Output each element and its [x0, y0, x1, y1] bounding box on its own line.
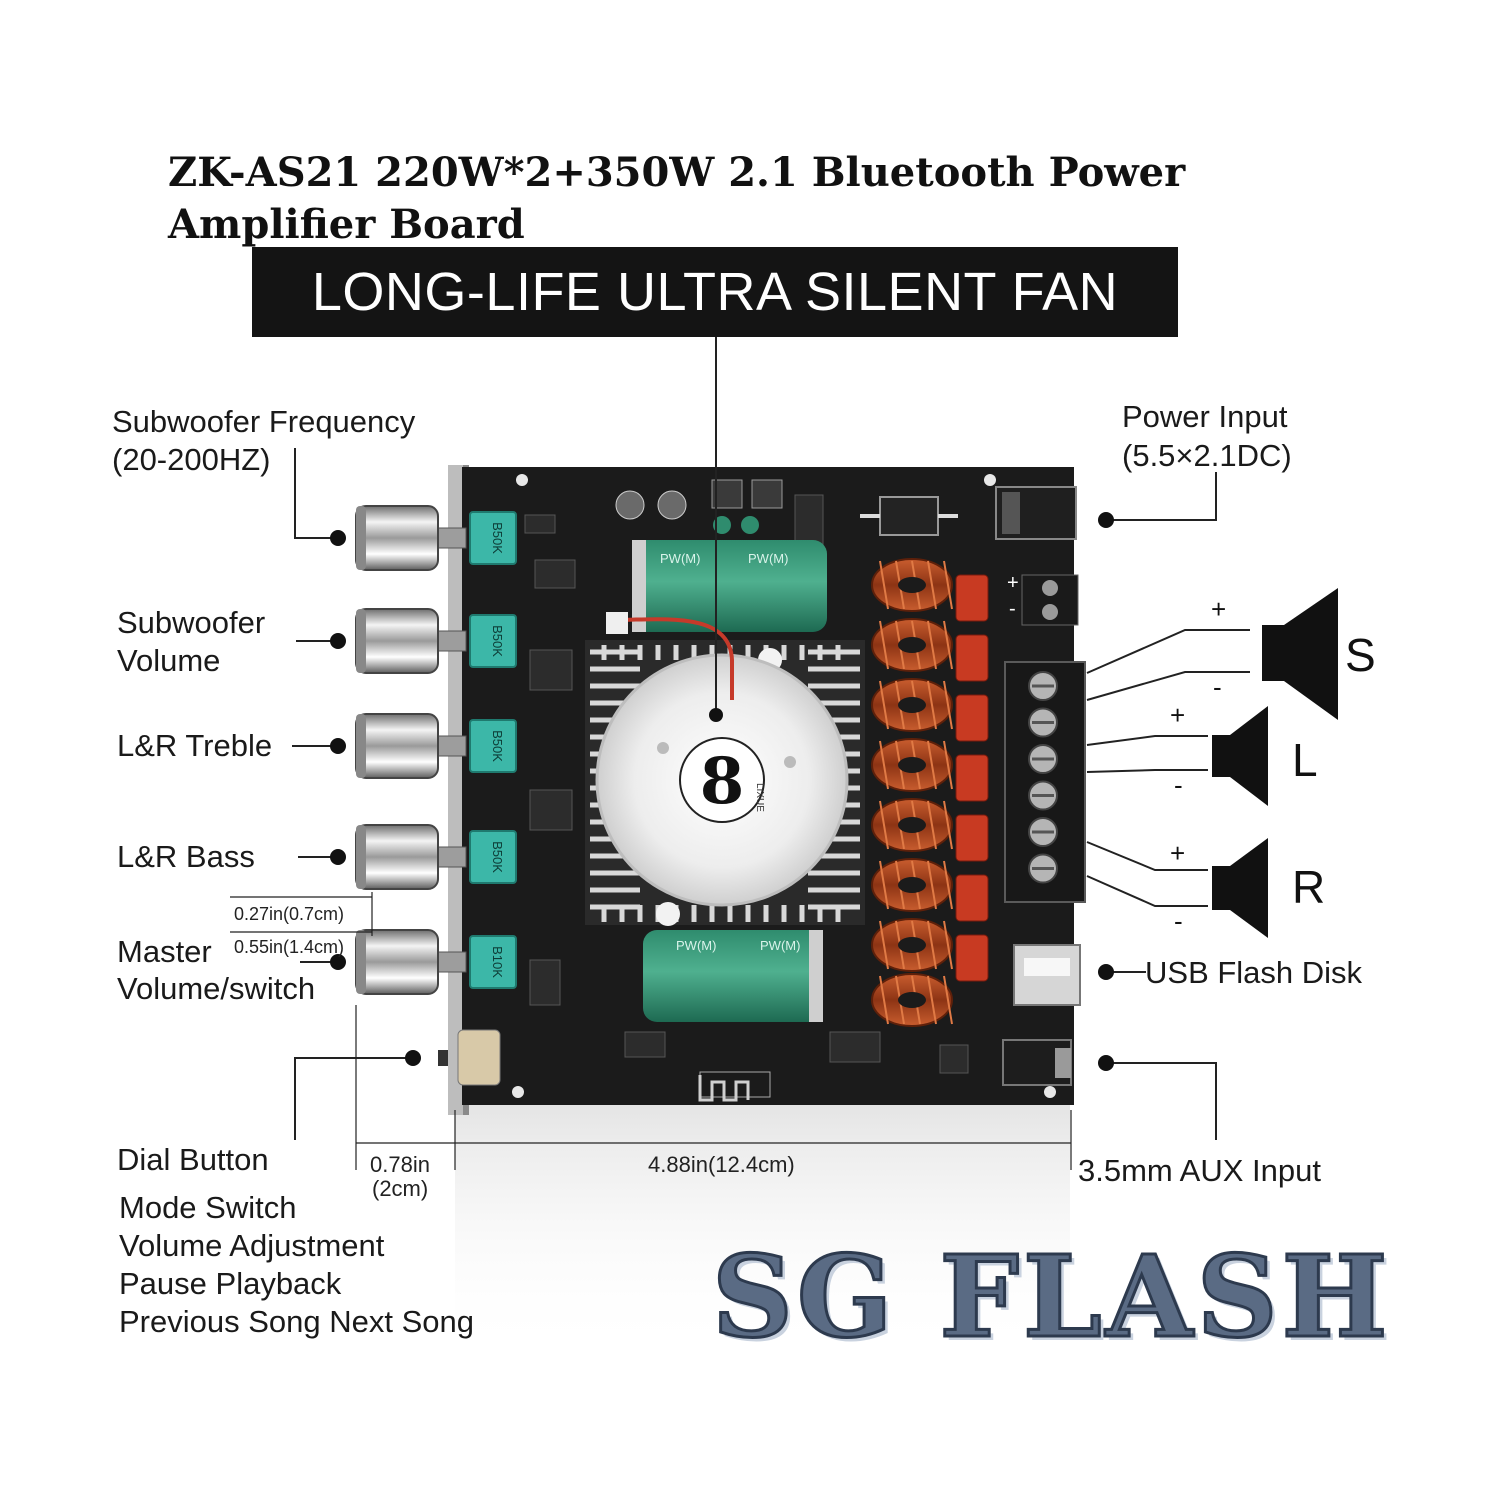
pot-value: B50K [490, 730, 505, 762]
control-knob[interactable] [355, 929, 467, 995]
film-capacitor [955, 694, 989, 742]
speaker-s-minus: - [1213, 672, 1222, 702]
speaker-s-icon [1262, 588, 1338, 720]
pot-value: B50K [490, 625, 505, 657]
fan-cable [611, 617, 734, 700]
inductor-coil [871, 738, 953, 792]
speaker-r-plus: + [1170, 838, 1186, 868]
bluetooth-antenna [698, 1075, 750, 1102]
potentiometer: B10K [469, 935, 517, 989]
dim-knob-depth: 0.55in(1.4cm) [234, 937, 345, 957]
label-subwoofer-frequency: Subwoofer Frequency [112, 404, 416, 439]
cap-label: PW(M) [676, 938, 716, 953]
film-capacitor [955, 934, 989, 982]
label-master-volume-switch: Volume/switch [117, 971, 316, 1006]
control-knob[interactable] [355, 608, 467, 674]
svg-text:8: 8 [700, 744, 745, 819]
cap-label: PW(M) [660, 551, 700, 566]
leader-lines [230, 337, 1217, 1170]
speaker-l-plus: + [1170, 700, 1186, 730]
watermark: SG FLASH [710, 1231, 1392, 1365]
speaker-wires [1086, 629, 1250, 907]
filter-capacitor-bottom: PW(M) PW(M) [643, 930, 823, 1022]
label-subwoofer-frequency-range: (20-200HZ) [112, 442, 271, 477]
potentiometer: B50K [469, 511, 517, 565]
terminal-plus: + [1007, 572, 1019, 594]
dial-button [438, 1029, 501, 1086]
inductor-coil [871, 918, 953, 972]
film-capacitor [955, 634, 989, 682]
side-panel [448, 465, 464, 1115]
label-power-spec: (5.5×2.1DC) [1122, 438, 1292, 473]
pot-value: B50K [490, 841, 505, 873]
leader-dots [330, 512, 1114, 1071]
cap-label: PW(M) [760, 938, 800, 953]
inductor-coil [871, 973, 953, 1027]
inductor-coil [871, 558, 953, 612]
dial-function: Pause Playback [119, 1266, 342, 1301]
potentiometer: B50K [469, 614, 517, 668]
control-knob[interactable] [355, 824, 467, 890]
film-capacitor [955, 814, 989, 862]
pot-value: B50K [490, 522, 505, 554]
dim-shaft-inch: 0.78in [370, 1152, 430, 1177]
speaker-r-minus: - [1174, 906, 1183, 936]
fan-banner: LONG-LIFE ULTRA SILENT FAN [252, 247, 1178, 337]
speaker-s-plus: + [1211, 594, 1227, 624]
dial-function: Previous Song Next Song [119, 1304, 474, 1339]
dial-function: Mode Switch [119, 1190, 297, 1225]
film-capacitor [955, 574, 989, 622]
filter-capacitor-top: PW(M) PW(M) [632, 540, 827, 632]
cap-label: PW(M) [748, 551, 788, 566]
cooling-fan: 8 LIXUE [595, 653, 849, 907]
smd-components [524, 494, 969, 1098]
speaker-l-minus: - [1174, 770, 1183, 800]
terminal-minus: - [1009, 598, 1016, 620]
board-reflection [455, 1105, 1070, 1355]
dial-function: Volume Adjustment [119, 1228, 385, 1263]
dim-board-width: 4.88in(12.4cm) [648, 1152, 795, 1177]
speaker-s-label: S [1345, 629, 1376, 681]
label-dial-button: Dial Button [117, 1142, 269, 1177]
label-subwoofer: Subwoofer [117, 605, 266, 640]
potentiometer: B50K [469, 830, 517, 884]
page-title-line2: Amplifier Board [168, 201, 525, 248]
control-knob[interactable] [355, 713, 467, 779]
speaker-r-icon [1212, 838, 1268, 938]
speaker-l-label: L [1292, 734, 1318, 786]
speaker-l-icon [1212, 706, 1268, 806]
inductor-coil [871, 858, 953, 912]
label-treble: L&R Treble [117, 728, 273, 763]
pot-value: B10K [490, 946, 505, 978]
label-power-input: Power Input [1122, 399, 1288, 434]
usb-port [1013, 944, 1081, 1006]
dim-knob-gap: 0.27in(0.7cm) [234, 904, 345, 924]
power-screw-terminal [1021, 574, 1079, 626]
page-title-line1: ZK-AS21 220W*2+350W 2.1 Bluetooth Power [168, 149, 1186, 196]
inductor-coil [871, 678, 953, 732]
speaker-r-label: R [1292, 861, 1326, 913]
label-aux-input: 3.5mm AUX Input [1078, 1153, 1321, 1188]
label-master: Master [117, 934, 212, 969]
label-bass: L&R Bass [117, 839, 255, 874]
control-knob[interactable] [355, 505, 467, 571]
inductor-coil [871, 798, 953, 852]
speaker-terminal-block [1004, 661, 1086, 903]
label-usb-flash-disk: USB Flash Disk [1145, 955, 1363, 990]
dim-shaft-cm: (2cm) [372, 1176, 429, 1201]
aux-jack [1002, 1039, 1072, 1086]
film-capacitor [955, 874, 989, 922]
fan-brand: LIXUE [754, 783, 765, 812]
small-capacitors [615, 479, 783, 534]
label-subwoofer-volume: Volume [117, 643, 221, 678]
film-capacitor [955, 754, 989, 802]
potentiometer: B50K [469, 719, 517, 773]
dc-power-jack [995, 486, 1077, 540]
inductor-coil [871, 618, 953, 672]
diode [860, 496, 958, 536]
